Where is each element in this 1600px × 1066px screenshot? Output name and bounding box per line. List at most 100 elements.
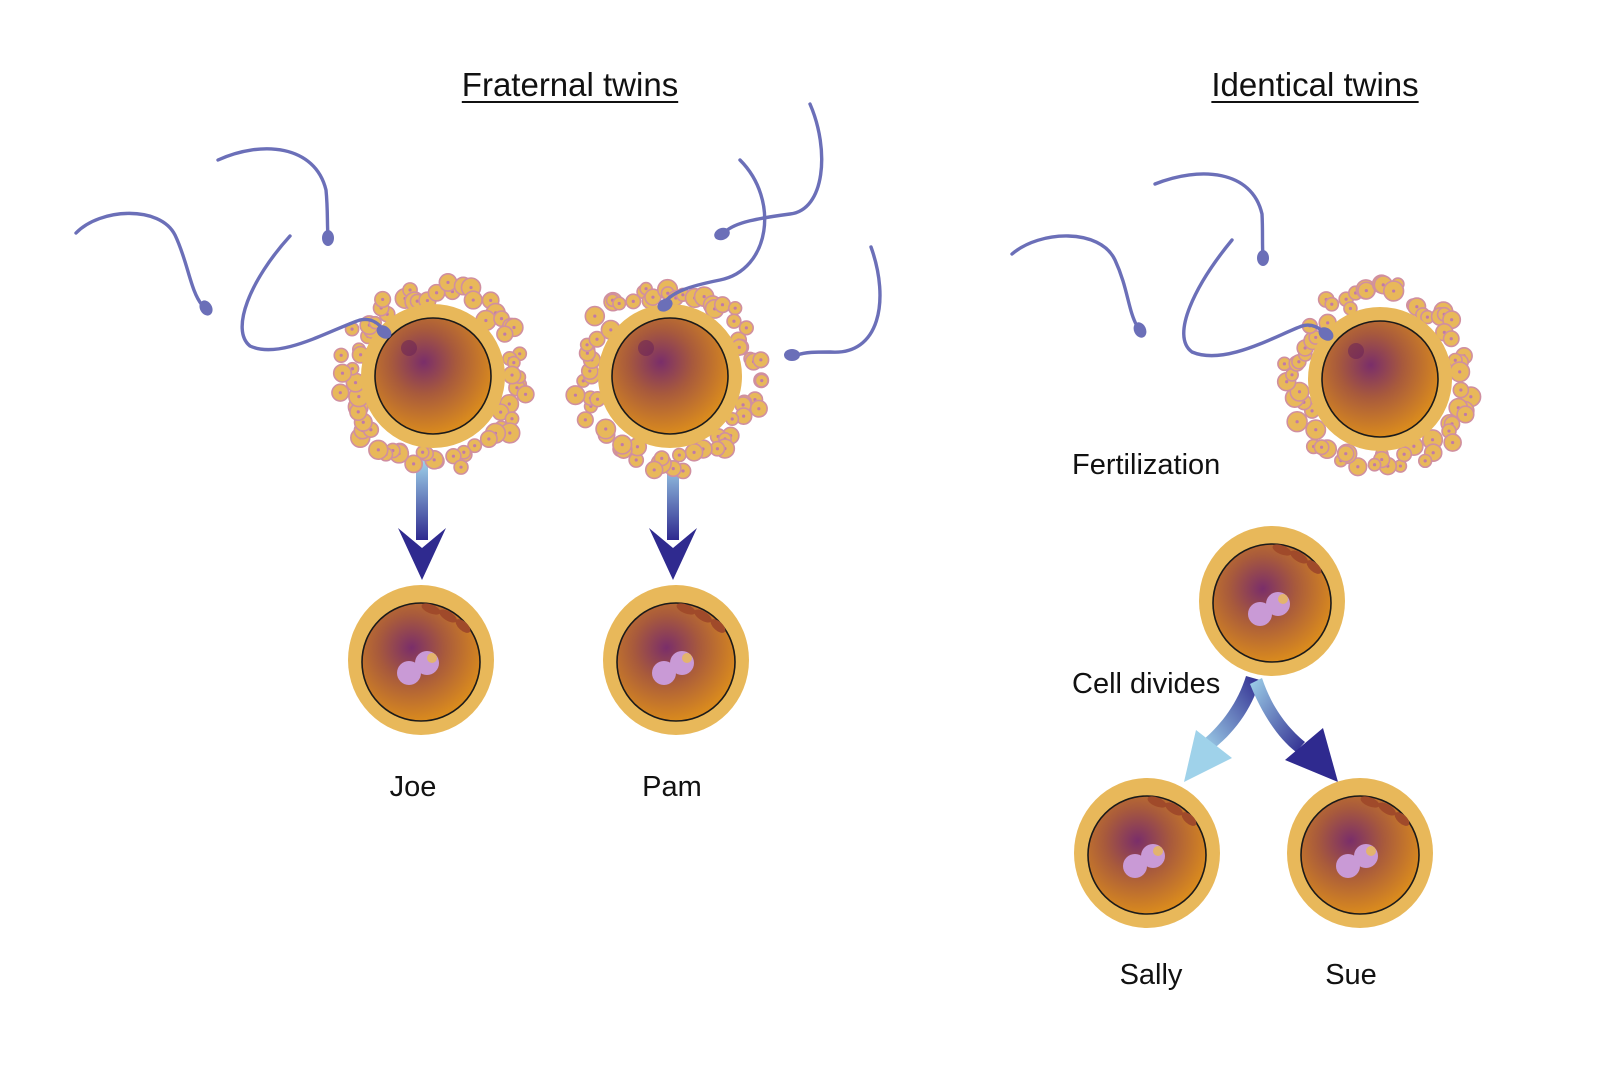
corona-cell-core <box>499 410 503 414</box>
sperm-identical-1 <box>1010 234 1147 338</box>
nucleus-highlight <box>1366 846 1376 856</box>
sperm-head <box>1133 322 1147 338</box>
arrow-egg-1-to-joe <box>398 460 446 580</box>
corona-cell-core <box>340 371 345 375</box>
corona-cell-core <box>730 417 734 421</box>
corona-cell-core <box>415 299 419 303</box>
sperm-head <box>1257 250 1269 266</box>
corona-cell-core <box>585 343 589 347</box>
sperm-fraternal-fertilizing <box>240 234 392 352</box>
pronucleus <box>401 340 417 356</box>
polar-body <box>1290 550 1308 564</box>
corona-cell-core <box>1447 429 1451 433</box>
corona-cell-core <box>604 427 608 431</box>
corona-cell-core <box>1412 444 1416 448</box>
corona-cell-core <box>469 285 473 290</box>
corona-cell-core <box>487 437 491 441</box>
corona-cell-core <box>692 450 696 454</box>
corona-cell-core <box>508 431 512 435</box>
sperm-head <box>714 227 730 241</box>
corona-cell-core <box>1459 388 1463 392</box>
corona-cell-core <box>720 303 725 307</box>
sue-label: Sue <box>1325 959 1377 991</box>
sperm-tail <box>795 245 882 357</box>
corona-cell-core <box>1450 318 1454 322</box>
sperm-head <box>784 349 800 361</box>
corona-cell-core <box>1364 288 1368 293</box>
cell-divides-label: Cell divides <box>1072 668 1221 700</box>
corona-cell-core <box>715 447 720 451</box>
corona-cell-core <box>644 287 648 291</box>
fertilization-label: Fertilization <box>1072 449 1221 481</box>
polar-body <box>1378 802 1396 816</box>
nucleus-highlight <box>427 653 437 663</box>
corona-cell-core <box>1392 289 1396 293</box>
cytoplasm <box>611 317 729 435</box>
zygote-identical <box>1199 526 1345 676</box>
corona-cell-core <box>1451 440 1455 445</box>
sperm-head <box>1318 327 1334 341</box>
corona-cell-core <box>1290 373 1294 377</box>
pronucleus <box>638 340 654 356</box>
corona-cell-core <box>1425 315 1430 319</box>
corona-cell-core <box>635 445 640 449</box>
corona-cell-core <box>503 332 507 336</box>
corona-cell-core <box>595 337 599 341</box>
sperm-tail <box>1182 238 1327 358</box>
corona-cell-core <box>507 402 511 406</box>
arrow-divide-left <box>1184 676 1260 782</box>
corona-cell-core <box>489 298 493 302</box>
polar-body <box>676 603 696 615</box>
corona-cell-core <box>1310 409 1314 413</box>
corona-cell-core <box>1344 297 1348 301</box>
cytoplasm <box>374 317 492 435</box>
polar-body <box>439 609 457 623</box>
corona-cell-core <box>451 454 456 458</box>
polar-body <box>1272 544 1292 556</box>
corona-cell-core <box>381 297 385 302</box>
corona-cell-core <box>652 468 656 472</box>
nucleus-highlight <box>1278 594 1288 604</box>
corona-cell-core <box>631 299 635 303</box>
corona-cell-core <box>1469 395 1473 399</box>
corona-cell-core <box>1356 465 1360 469</box>
nucleus-highlight <box>1153 846 1163 856</box>
corona-cell-core <box>1330 302 1334 306</box>
corona-cell-core <box>733 306 737 310</box>
arrow-head <box>398 528 446 580</box>
arrow-divide-right <box>1250 678 1338 782</box>
arrow-egg-2-to-pam <box>649 460 697 580</box>
corona-cell-core <box>1326 321 1330 325</box>
sperm-tail <box>1153 172 1265 258</box>
sperm-tail <box>660 158 767 308</box>
nucleus-lobe <box>652 661 676 685</box>
corona-cell-core <box>484 318 488 323</box>
corona-cell-core <box>1295 420 1299 424</box>
corona-cell-core <box>744 326 748 330</box>
arrow-shaft <box>416 460 428 540</box>
fraternal-egg-1 <box>331 272 535 475</box>
sperm-tail <box>723 102 824 234</box>
polar-body <box>710 619 726 633</box>
corona-cell-core <box>1458 370 1462 374</box>
polar-body <box>1165 802 1183 816</box>
corona-cell-core <box>702 295 706 299</box>
corona-cell-core <box>356 410 360 414</box>
polar-body <box>421 603 441 615</box>
corona-cell-core <box>361 420 365 424</box>
sperm-layer <box>74 102 1334 361</box>
polar-body <box>455 619 471 633</box>
corona-cell-core <box>1430 438 1435 442</box>
corona-cell-core <box>742 414 746 418</box>
sperm-fraternal-fertilizing-2 <box>657 158 767 312</box>
corona-cell-core <box>660 456 664 460</box>
corona-cell-core <box>510 373 514 377</box>
arrow-shaft <box>1203 676 1260 750</box>
corona-cell-core <box>585 351 589 355</box>
corona-cell-core <box>741 403 745 407</box>
sperm-tail <box>216 147 330 238</box>
corona-cell-core <box>617 301 621 306</box>
nucleus-lobe <box>1248 602 1272 626</box>
corona-cell-core <box>512 325 516 330</box>
